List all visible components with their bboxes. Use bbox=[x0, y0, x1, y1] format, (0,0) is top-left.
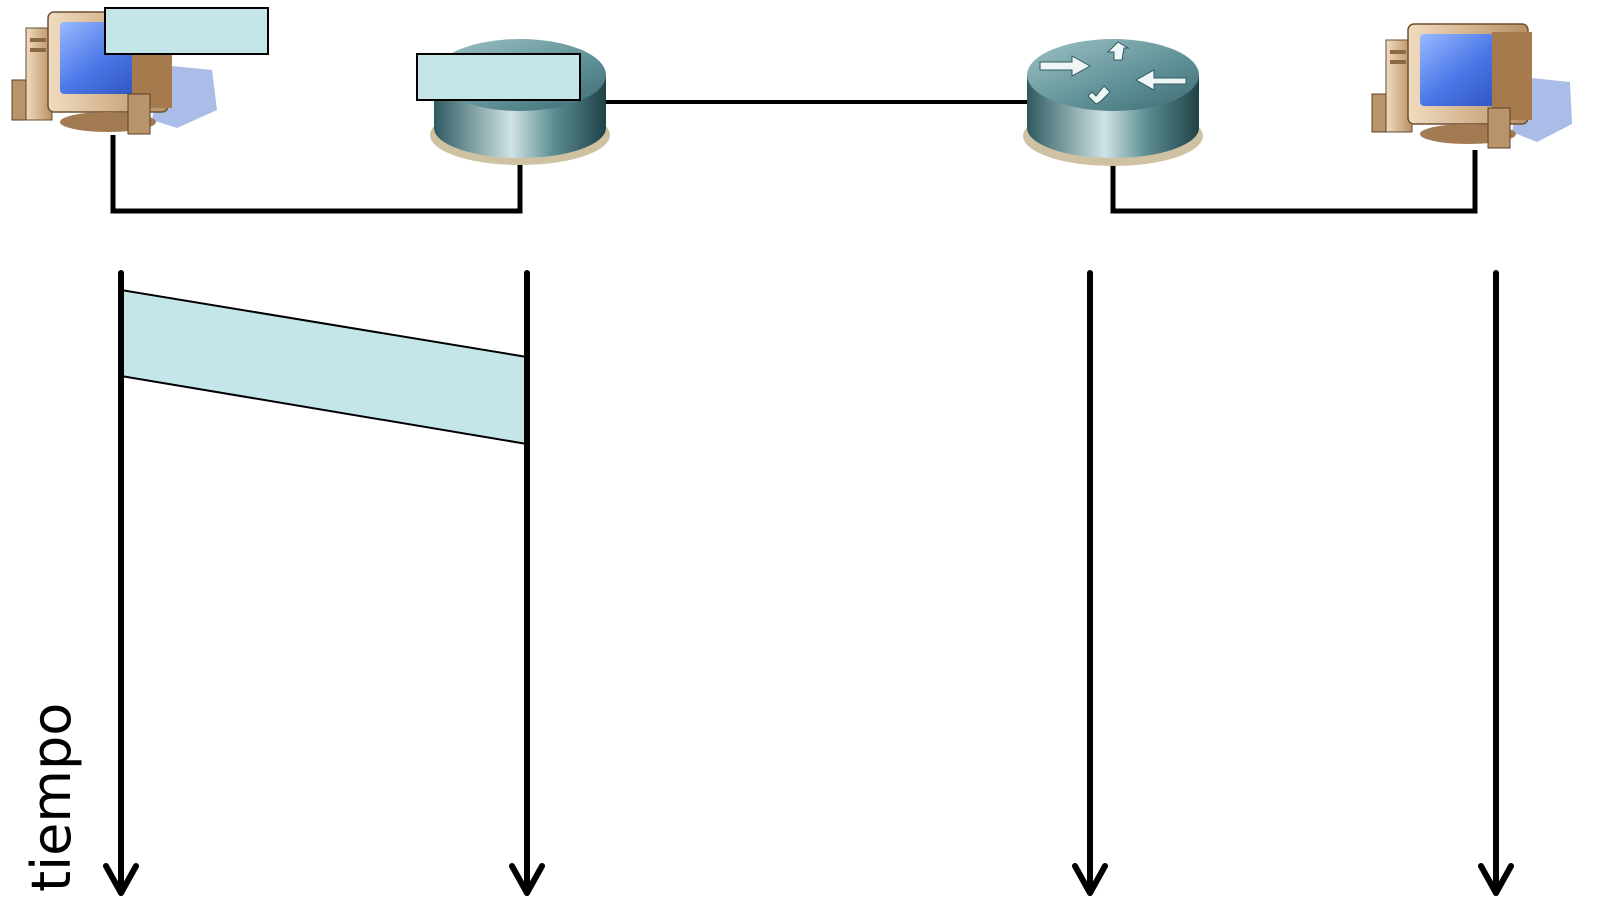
timeline-router-2 bbox=[1072, 270, 1108, 896]
host-a-packet-box bbox=[104, 7, 269, 55]
link-host-a-router-1 bbox=[110, 135, 523, 214]
link-router-2-host-b bbox=[1110, 150, 1478, 214]
transmission-host-a-to-router-1 bbox=[121, 290, 527, 444]
router-2-icon bbox=[1023, 39, 1203, 166]
transmission-trailing-edge bbox=[120, 375, 528, 445]
transmission-leading-edge bbox=[120, 289, 528, 358]
time-axis-label: tiempo bbox=[20, 703, 83, 892]
host-b-computer-icon bbox=[1371, 23, 1572, 149]
timeline-router-1 bbox=[509, 270, 545, 896]
timeline-host-a bbox=[103, 270, 139, 896]
timeline-host-b bbox=[1478, 270, 1514, 896]
router-1-packet-box bbox=[416, 53, 581, 101]
